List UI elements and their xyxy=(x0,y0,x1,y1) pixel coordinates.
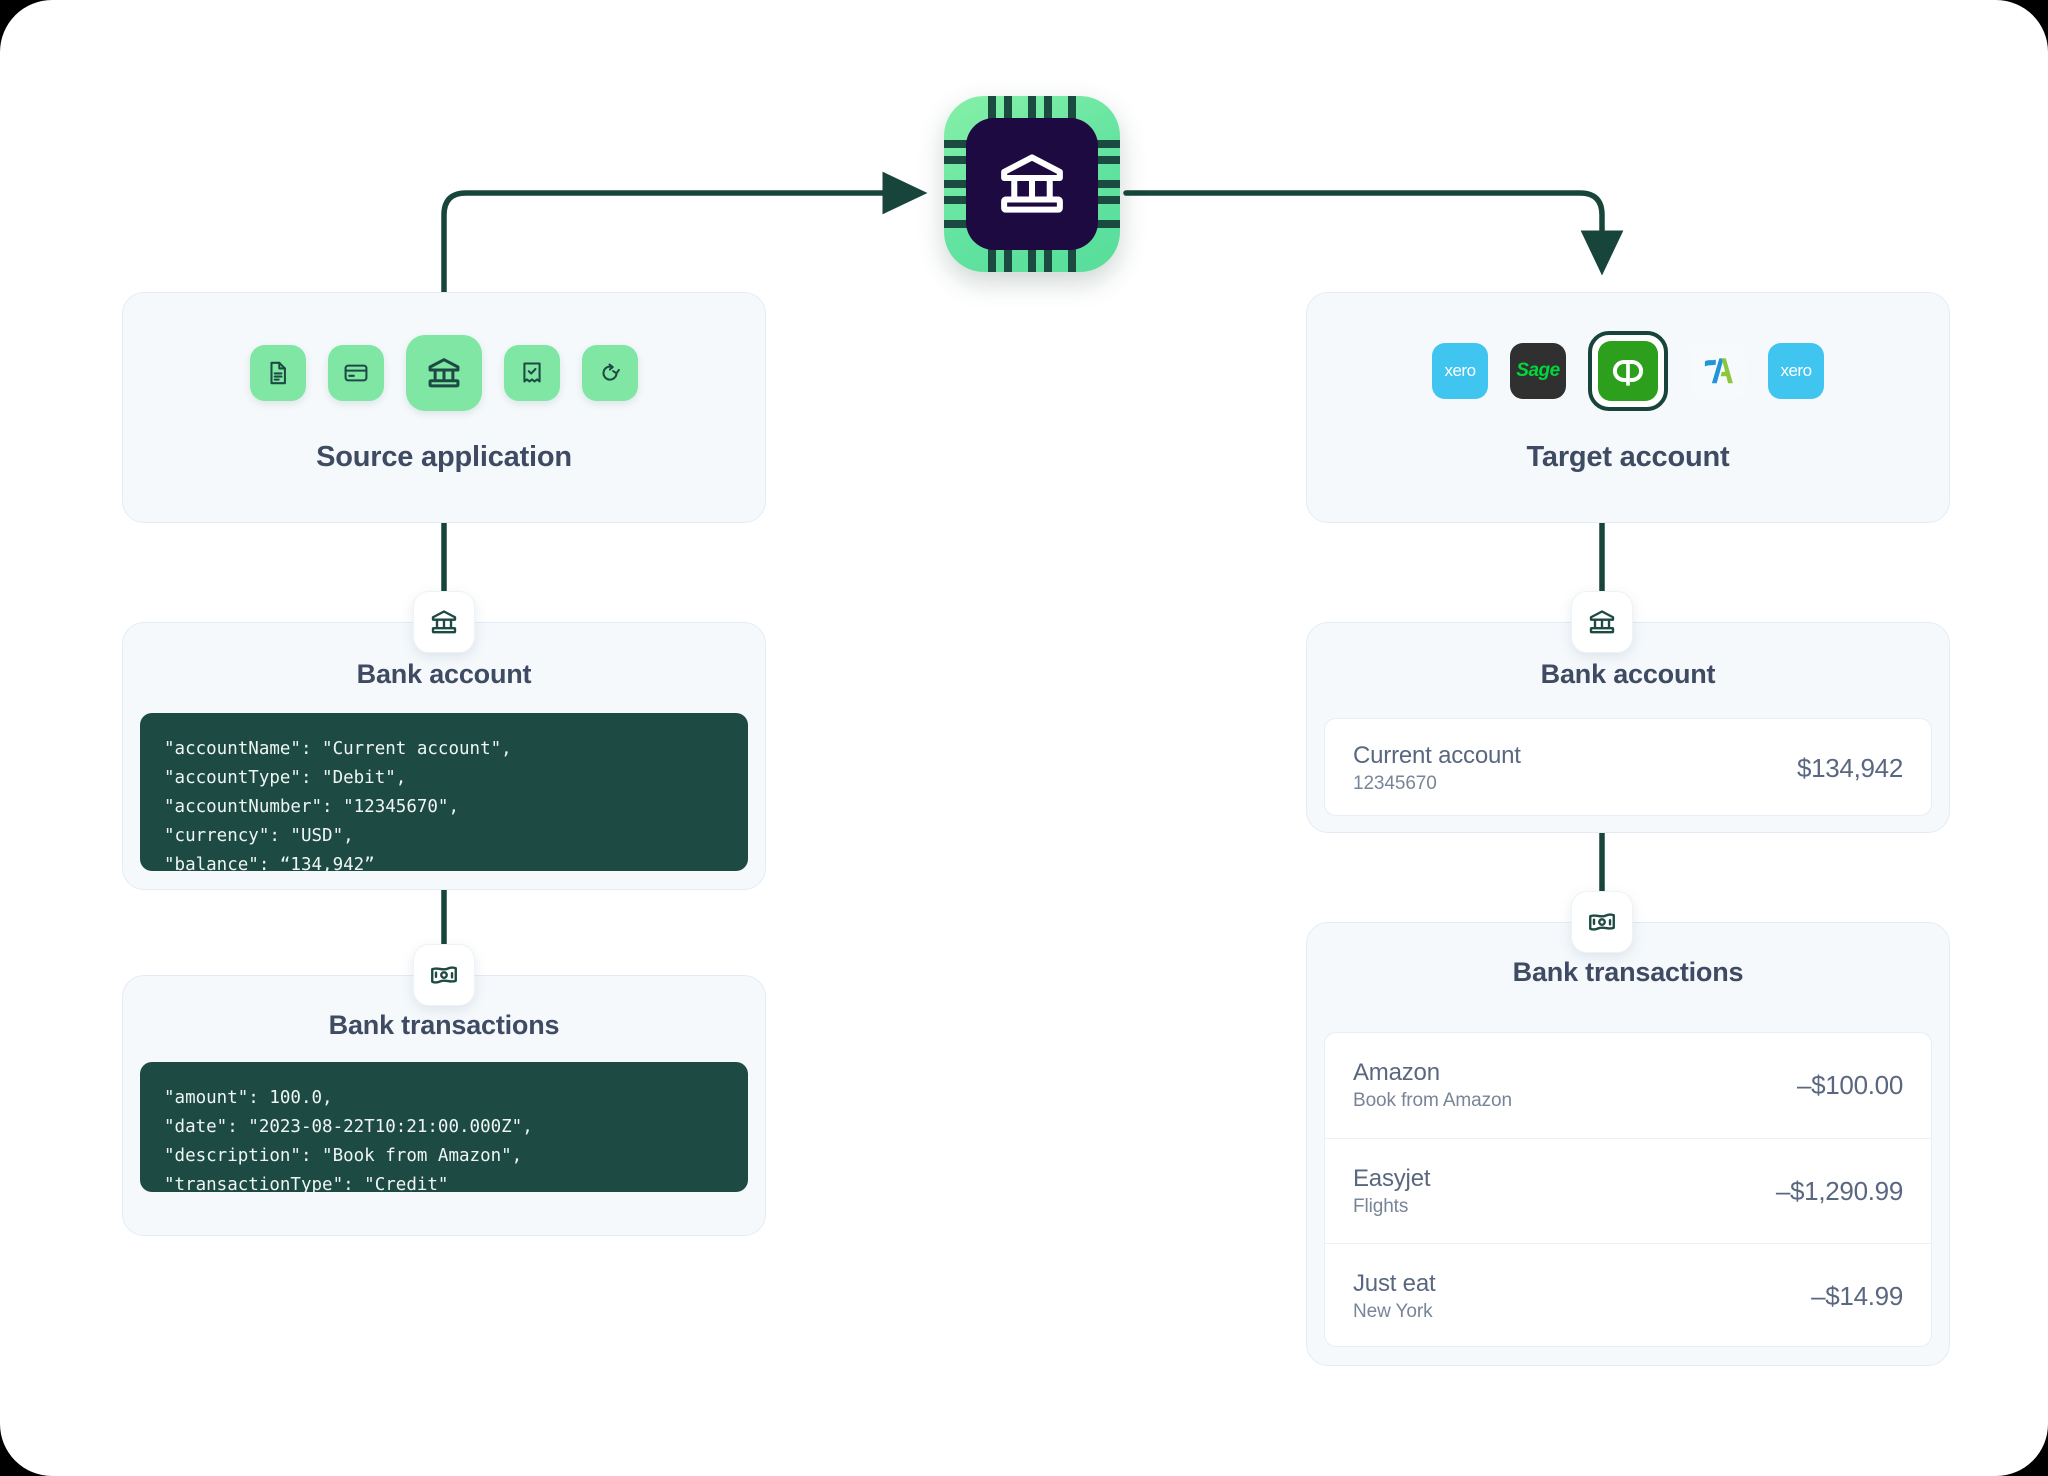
source-bank-account-title: Bank account xyxy=(356,659,532,689)
source-bank-transactions-title: Bank transactions xyxy=(328,1010,560,1040)
source-bank-transactions-code: "amount": 100.0, "date": "2023-08-22T10:… xyxy=(140,1062,748,1195)
target-bank-account-list: Current account 12345670 $134,942 xyxy=(1324,718,1932,816)
chip-inner xyxy=(966,118,1098,250)
sync-refresh-glyph xyxy=(602,363,620,381)
source-bank-transactions-badge xyxy=(413,944,475,1006)
quickbooks-logo[interactable] xyxy=(1598,341,1658,401)
receipt-check-icon[interactable] xyxy=(504,345,560,401)
xero-logo[interactable]: xero xyxy=(1432,343,1488,399)
bank-icon xyxy=(431,610,457,634)
bank-icon xyxy=(1001,154,1063,213)
target-account-panel: xero Sage xyxy=(1306,292,1950,523)
row-amount: –$14.99 xyxy=(1811,1280,1903,1311)
row-title: Just eat xyxy=(1353,1269,1436,1297)
row-subtitle: New York xyxy=(1353,1300,1433,1322)
bank-glyph xyxy=(428,358,460,388)
banknote-icon xyxy=(431,966,457,984)
credit-card-icon[interactable] xyxy=(328,345,384,401)
document-icon[interactable] xyxy=(250,345,306,401)
table-row[interactable]: Easyjet Flights –$1,290.99 xyxy=(1325,1138,1931,1243)
row-title: Amazon xyxy=(1353,1059,1440,1086)
row-amount: –$100.00 xyxy=(1796,1070,1903,1100)
xero-logo[interactable]: xero xyxy=(1768,343,1824,399)
banknote-icon xyxy=(1589,913,1615,931)
table-row[interactable]: Current account 12345670 $134,942 xyxy=(1325,719,1931,815)
row-title: Current account xyxy=(1353,741,1521,769)
row-subtitle: 12345670 xyxy=(1353,772,1437,794)
table-row[interactable]: Just eat New York –$14.99 xyxy=(1325,1243,1931,1346)
credit-card-glyph xyxy=(344,364,368,382)
quickbooks-logo-selected-ring[interactable] xyxy=(1588,331,1668,411)
document-glyph xyxy=(270,361,286,385)
sync-refresh-icon[interactable] xyxy=(582,345,638,401)
sage-logo[interactable]: Sage xyxy=(1510,343,1566,399)
quickbooks-glyph xyxy=(1612,360,1644,386)
chip-pins xyxy=(944,96,1120,272)
target-logo-row: xero Sage xyxy=(1307,331,1949,411)
target-panel-title: Target account xyxy=(1526,441,1730,473)
target-bank-transactions-list: Amazon Book from Amazon –$100.00 Easyjet… xyxy=(1324,1032,1932,1347)
row-main: Just eat New York xyxy=(1353,1269,1436,1323)
target-bank-account-badge xyxy=(1571,591,1633,653)
row-amount: –$1,290.99 xyxy=(1775,1175,1903,1206)
row-subtitle: Flights xyxy=(1353,1195,1409,1217)
source-panel-title: Source application xyxy=(316,441,572,473)
table-row[interactable]: Amazon Book from Amazon –$100.00 xyxy=(1325,1033,1931,1138)
bank-icon xyxy=(1589,610,1615,634)
target-bank-transactions-title: Bank transactions xyxy=(1512,957,1744,987)
source-icon-row xyxy=(123,335,765,411)
target-bank-account-title: Bank account xyxy=(1540,659,1716,689)
row-subtitle: Book from Amazon xyxy=(1353,1090,1512,1111)
freeagent-glyph xyxy=(1704,358,1733,384)
central-bank-chip xyxy=(944,96,1120,272)
source-bank-account-code: "accountName": "Current account", "accou… xyxy=(140,713,748,875)
xero-logo-label: xero xyxy=(1780,361,1812,380)
target-bank-transactions-badge xyxy=(1571,891,1633,953)
sage-logo-label: Sage xyxy=(1516,360,1560,381)
receipt-check-glyph xyxy=(523,362,541,383)
row-title: Easyjet xyxy=(1353,1164,1431,1192)
xero-logo-label: xero xyxy=(1444,361,1476,380)
row-amount: $134,942 xyxy=(1796,752,1903,783)
freeagent-logo[interactable] xyxy=(1690,343,1746,399)
source-bank-account-badge xyxy=(413,591,475,653)
bank-icon[interactable] xyxy=(406,335,482,411)
row-main: Current account 12345670 xyxy=(1353,742,1521,795)
source-application-panel: Source application xyxy=(122,292,766,523)
row-main: Amazon Book from Amazon xyxy=(1353,1059,1512,1112)
row-main: Easyjet Flights xyxy=(1353,1164,1431,1218)
